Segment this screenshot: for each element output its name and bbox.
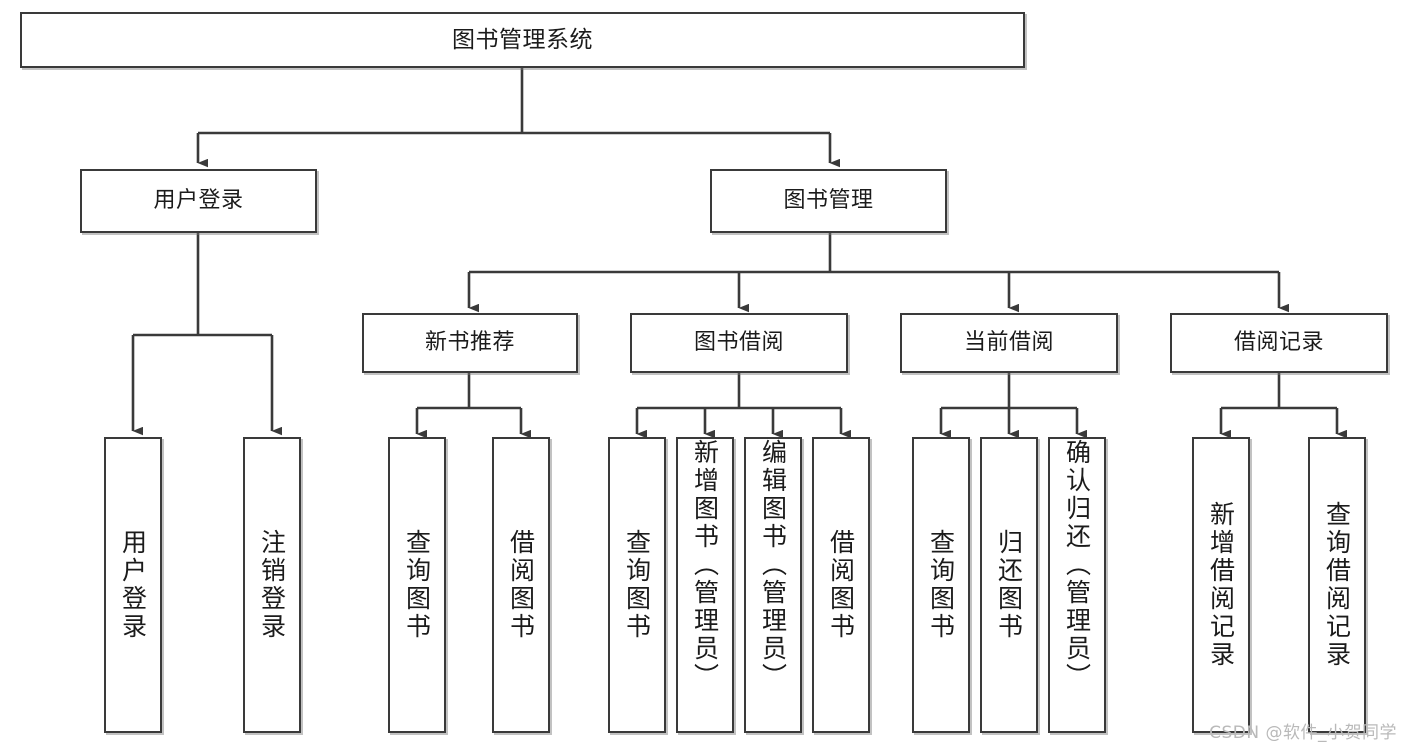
node-leaf-edit-book[interactable]: 编辑图书（管理员）	[744, 437, 802, 733]
node-leaf-add-borrow-record[interactable]: 新增借阅记录	[1192, 437, 1250, 733]
node-leaf-user-login[interactable]: 用户登录	[104, 437, 162, 733]
node-borrow-record-label: 借阅记录	[1233, 330, 1324, 356]
node-leaf-user-logout[interactable]: 注销登录	[243, 437, 301, 733]
node-leaf-borrow-book-1-label: 借阅图书	[506, 529, 536, 641]
node-leaf-query-borrow-record[interactable]: 查询借阅记录	[1308, 437, 1366, 733]
node-borrow-record[interactable]: 借阅记录	[1170, 313, 1388, 373]
node-leaf-query-book-2-label: 查询图书	[622, 529, 652, 641]
node-leaf-borrow-book-2[interactable]: 借阅图书	[812, 437, 870, 733]
node-current-borrow-label: 当前借阅	[963, 330, 1054, 356]
node-root-label: 图书管理系统	[452, 26, 593, 53]
node-user-login[interactable]: 用户登录	[80, 169, 317, 233]
node-leaf-query-book-3-label: 查询图书	[926, 529, 956, 641]
node-leaf-query-book-2[interactable]: 查询图书	[608, 437, 666, 733]
node-book-management-label: 图书管理	[783, 188, 874, 214]
node-leaf-confirm-return[interactable]: 确认归还（管理员）	[1048, 437, 1106, 733]
node-leaf-edit-book-label: 编辑图书（管理员）	[758, 439, 788, 691]
node-leaf-user-logout-label: 注销登录	[257, 529, 287, 641]
node-new-book-recommend[interactable]: 新书推荐	[362, 313, 578, 373]
node-leaf-return-book[interactable]: 归还图书	[980, 437, 1038, 733]
node-leaf-borrow-book-2-label: 借阅图书	[826, 529, 856, 641]
node-leaf-user-login-label: 用户登录	[118, 529, 148, 641]
watermark: CSDN @软件_小贺同学	[1209, 723, 1397, 743]
node-leaf-add-book[interactable]: 新增图书（管理员）	[676, 437, 734, 733]
node-leaf-query-book-3[interactable]: 查询图书	[912, 437, 970, 733]
node-leaf-return-book-label: 归还图书	[994, 529, 1024, 641]
node-new-book-recommend-label: 新书推荐	[424, 330, 515, 356]
node-book-management[interactable]: 图书管理	[710, 169, 947, 233]
node-leaf-confirm-return-label: 确认归还（管理员）	[1062, 439, 1092, 691]
node-book-borrow[interactable]: 图书借阅	[630, 313, 848, 373]
node-leaf-query-book-1-label: 查询图书	[402, 529, 432, 641]
node-leaf-query-book-1[interactable]: 查询图书	[388, 437, 446, 733]
node-root[interactable]: 图书管理系统	[20, 12, 1025, 68]
node-leaf-borrow-book-1[interactable]: 借阅图书	[492, 437, 550, 733]
node-book-borrow-label: 图书借阅	[693, 330, 784, 356]
node-leaf-add-borrow-record-label: 新增借阅记录	[1206, 501, 1236, 669]
node-leaf-query-borrow-record-label: 查询借阅记录	[1322, 501, 1352, 669]
node-leaf-add-book-label: 新增图书（管理员）	[690, 439, 720, 691]
node-user-login-label: 用户登录	[153, 188, 244, 214]
node-current-borrow[interactable]: 当前借阅	[900, 313, 1118, 373]
